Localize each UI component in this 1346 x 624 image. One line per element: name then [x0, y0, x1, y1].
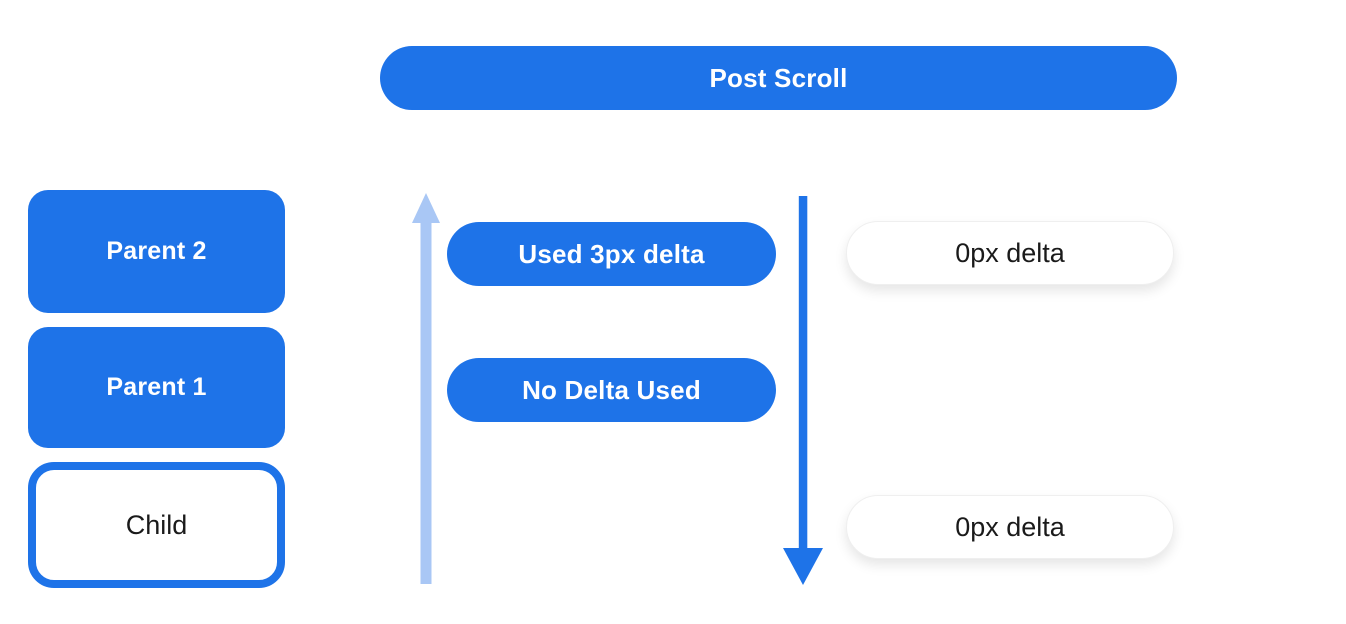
parent-2-box: Parent 2 — [28, 190, 285, 313]
no-delta-pill: No Delta Used — [447, 358, 776, 422]
zero-delta-top-pill: 0px delta — [846, 221, 1174, 285]
no-delta-label: No Delta Used — [522, 374, 701, 405]
used-delta-label: Used 3px delta — [518, 238, 705, 269]
parent-2-label: Parent 2 — [106, 237, 207, 265]
used-delta-pill: Used 3px delta — [447, 222, 776, 286]
post-scroll-header-pill: Post Scroll — [380, 46, 1177, 110]
parent-1-label: Parent 1 — [106, 373, 207, 401]
parent-1-box: Parent 1 — [28, 327, 285, 448]
scroll-down-arrow-icon — [783, 196, 823, 585]
zero-delta-bottom-label: 0px delta — [955, 511, 1065, 542]
child-box: Child — [28, 462, 285, 588]
scroll-up-arrow-icon — [412, 193, 440, 584]
zero-delta-bottom-pill: 0px delta — [846, 495, 1174, 559]
post-scroll-label: Post Scroll — [709, 62, 848, 93]
child-label: Child — [125, 509, 188, 540]
zero-delta-top-label: 0px delta — [955, 237, 1065, 268]
